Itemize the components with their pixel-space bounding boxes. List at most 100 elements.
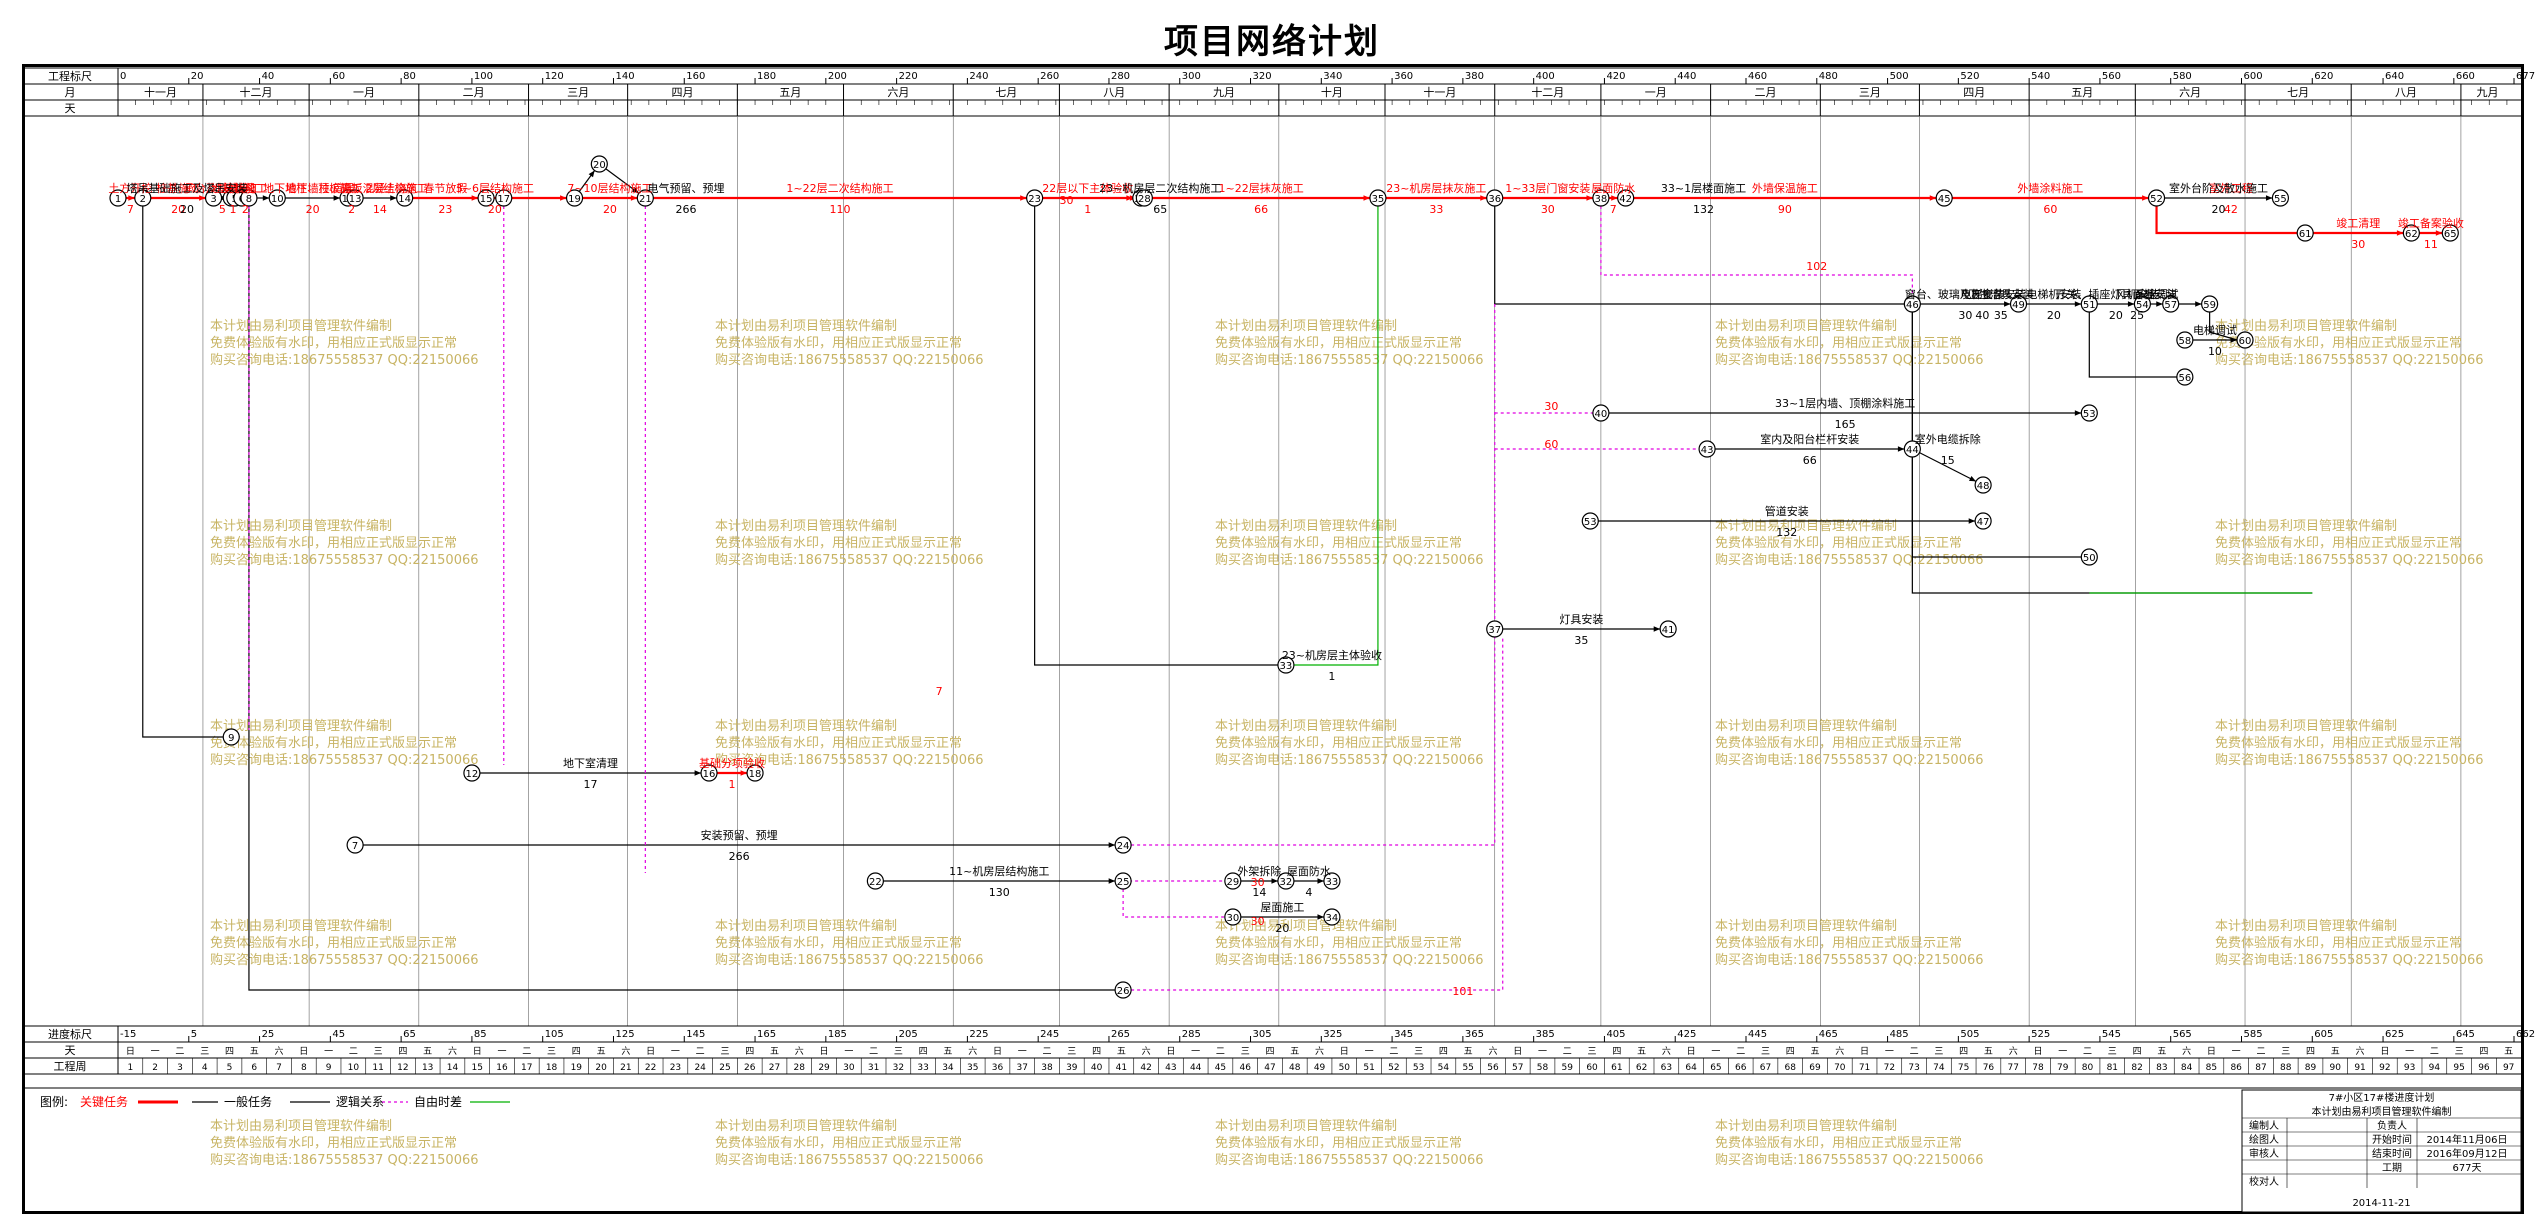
arrow-head [2074, 301, 2082, 307]
event-node [2080, 548, 2098, 566]
weekday-label: 五 [1811, 1047, 1820, 1057]
week-number: 90 [2330, 1063, 2342, 1073]
watermark-text: 免费体验版有水印，用相应正式版显示正常 [2215, 735, 2462, 751]
event-node [1592, 404, 1610, 422]
watermark-text: 本计划由易利项目管理软件编制 [210, 519, 392, 534]
watermark-text: 购买咨询电话:18675558537 QQ:22150066 [715, 952, 984, 968]
weekday-label: 日 [473, 1046, 482, 1057]
watermark-text: 购买咨询电话:18675558537 QQ:22150066 [1715, 1152, 1984, 1168]
watermark-text: 购买咨询电话:18675558537 QQ:22150066 [210, 952, 479, 968]
week-row-label: 天 [65, 1044, 76, 1057]
activity-path [248, 198, 1116, 991]
watermark-text: 本计划由易利项目管理软件编制 [715, 1119, 897, 1134]
arrow-head [1108, 842, 1116, 848]
watermark-text: 本计划由易利项目管理软件编制 [715, 719, 897, 734]
week-number: 36 [992, 1063, 1004, 1073]
progress-tick-label: 265 [1111, 1029, 1130, 1040]
progress-tick-label: 205 [899, 1029, 918, 1040]
activity-duration: 17 [583, 778, 597, 791]
scale-tick-label: 240 [969, 71, 988, 82]
week-number: 73 [1908, 1063, 1919, 1073]
arrow-head [2265, 195, 2273, 201]
arrow-head [630, 195, 638, 201]
scale-tick-label: 500 [1890, 71, 1909, 82]
week-number: 94 [2429, 1063, 2441, 1073]
event-node [1224, 872, 1242, 890]
activity-duration: 2 [242, 203, 249, 216]
week-number: 58 [1537, 1063, 1549, 1073]
event-node [2176, 368, 2194, 386]
event-node-number: 53 [2083, 409, 2096, 420]
weekday-label: 四 [919, 1047, 928, 1057]
activity-name: 室外电缆拆除 [1915, 432, 1981, 446]
event-node-number: 34 [1326, 913, 1339, 924]
event-node-number: 56 [2178, 373, 2191, 384]
weekday-label: 四 [225, 1047, 234, 1057]
arrow-head [588, 170, 595, 178]
event-node-number: 59 [2203, 300, 2216, 311]
arrow-head [1897, 446, 1905, 452]
weekday-label: 一 [671, 1047, 680, 1057]
arrow-head [1929, 195, 1937, 201]
scale-tick-label: 200 [828, 71, 847, 82]
info-value: 2016年09月12日 [2427, 1147, 2508, 1160]
watermark-text: 购买咨询电话:18675558537 QQ:22150066 [715, 752, 984, 768]
scale-tick-label: 80 [403, 71, 416, 82]
event-node-number: 49 [2012, 300, 2025, 311]
scale-tick-label: 140 [615, 71, 634, 82]
activity-duration: 1 [230, 203, 237, 216]
week-number: 8 [301, 1063, 307, 1073]
watermark-text: 本计划由易利项目管理软件编制 [715, 319, 897, 334]
arrow-head [1586, 195, 1593, 201]
weekday-label: 六 [2009, 1045, 2018, 1057]
week-number: 12 [397, 1063, 408, 1073]
activity-name: 灯具安装 [1559, 612, 1603, 626]
weekday-label: 五 [1984, 1047, 1993, 1057]
week-number: 76 [1983, 1063, 1995, 1073]
week-number: 15 [471, 1063, 482, 1073]
activity-duration: 5 [219, 203, 226, 216]
event-node-number: 62 [2405, 229, 2418, 240]
weekday-label: 三 [374, 1047, 383, 1057]
event-node-number: 37 [1488, 625, 1501, 636]
weekday-label: 五 [1290, 1047, 1299, 1057]
activity-name: 室外台阶及散水施工 [2169, 181, 2268, 195]
weekday-label: 五 [1637, 1047, 1646, 1057]
activity-name: 屋面施工 [1260, 901, 1304, 914]
weekday-label: 一 [1711, 1047, 1720, 1057]
month-label: 八月 [2395, 86, 2417, 99]
week-number: 44 [1190, 1063, 1202, 1073]
activity-name: 地下室清理 [563, 756, 618, 770]
event-node-number: 42 [1619, 194, 1632, 205]
info-value: 2014年11月06日 [2427, 1133, 2508, 1146]
scale-tick-label: 540 [2031, 71, 2050, 82]
weekday-label: 三 [894, 1047, 903, 1057]
week-number: 60 [1586, 1063, 1598, 1073]
watermark-text: 本计划由易利项目管理软件编制 [1215, 1119, 1397, 1134]
event-node [1114, 981, 1132, 999]
weekday-label: 日 [1513, 1046, 1522, 1057]
month-label: 四月 [671, 86, 693, 99]
weekday-label: 一 [1191, 1047, 1200, 1057]
weekday-label: 四 [398, 1047, 407, 1057]
week-number: 61 [1611, 1063, 1622, 1073]
event-node [2147, 189, 2166, 207]
event-node [2080, 295, 2098, 313]
arrow-head [740, 770, 748, 776]
scale-tick-label: 280 [1111, 71, 1130, 82]
watermark-text: 本计划由易利项目管理软件编制 [1715, 519, 1897, 534]
month-label: 一月 [1645, 86, 1667, 99]
watermark-text: 购买咨询电话:18675558537 QQ:22150066 [1215, 552, 1484, 568]
watermark-text: 购买咨询电话:18675558537 QQ:22150066 [210, 552, 479, 568]
week-number: 6 [251, 1063, 257, 1073]
week-number: 69 [1809, 1063, 1821, 1073]
scale-tick-label: 260 [1040, 71, 1059, 82]
activity-name: 1~33层门窗安装 [1505, 181, 1590, 195]
activity-duration: 65 [1153, 203, 1167, 216]
week-number: 64 [1685, 1063, 1697, 1073]
arrow-head [199, 195, 206, 201]
info-key: 负责人 [2377, 1119, 2407, 1132]
week-number: 2 [152, 1063, 158, 1073]
event-node-number: 28 [1138, 194, 1151, 205]
week-number: 30 [843, 1063, 855, 1073]
